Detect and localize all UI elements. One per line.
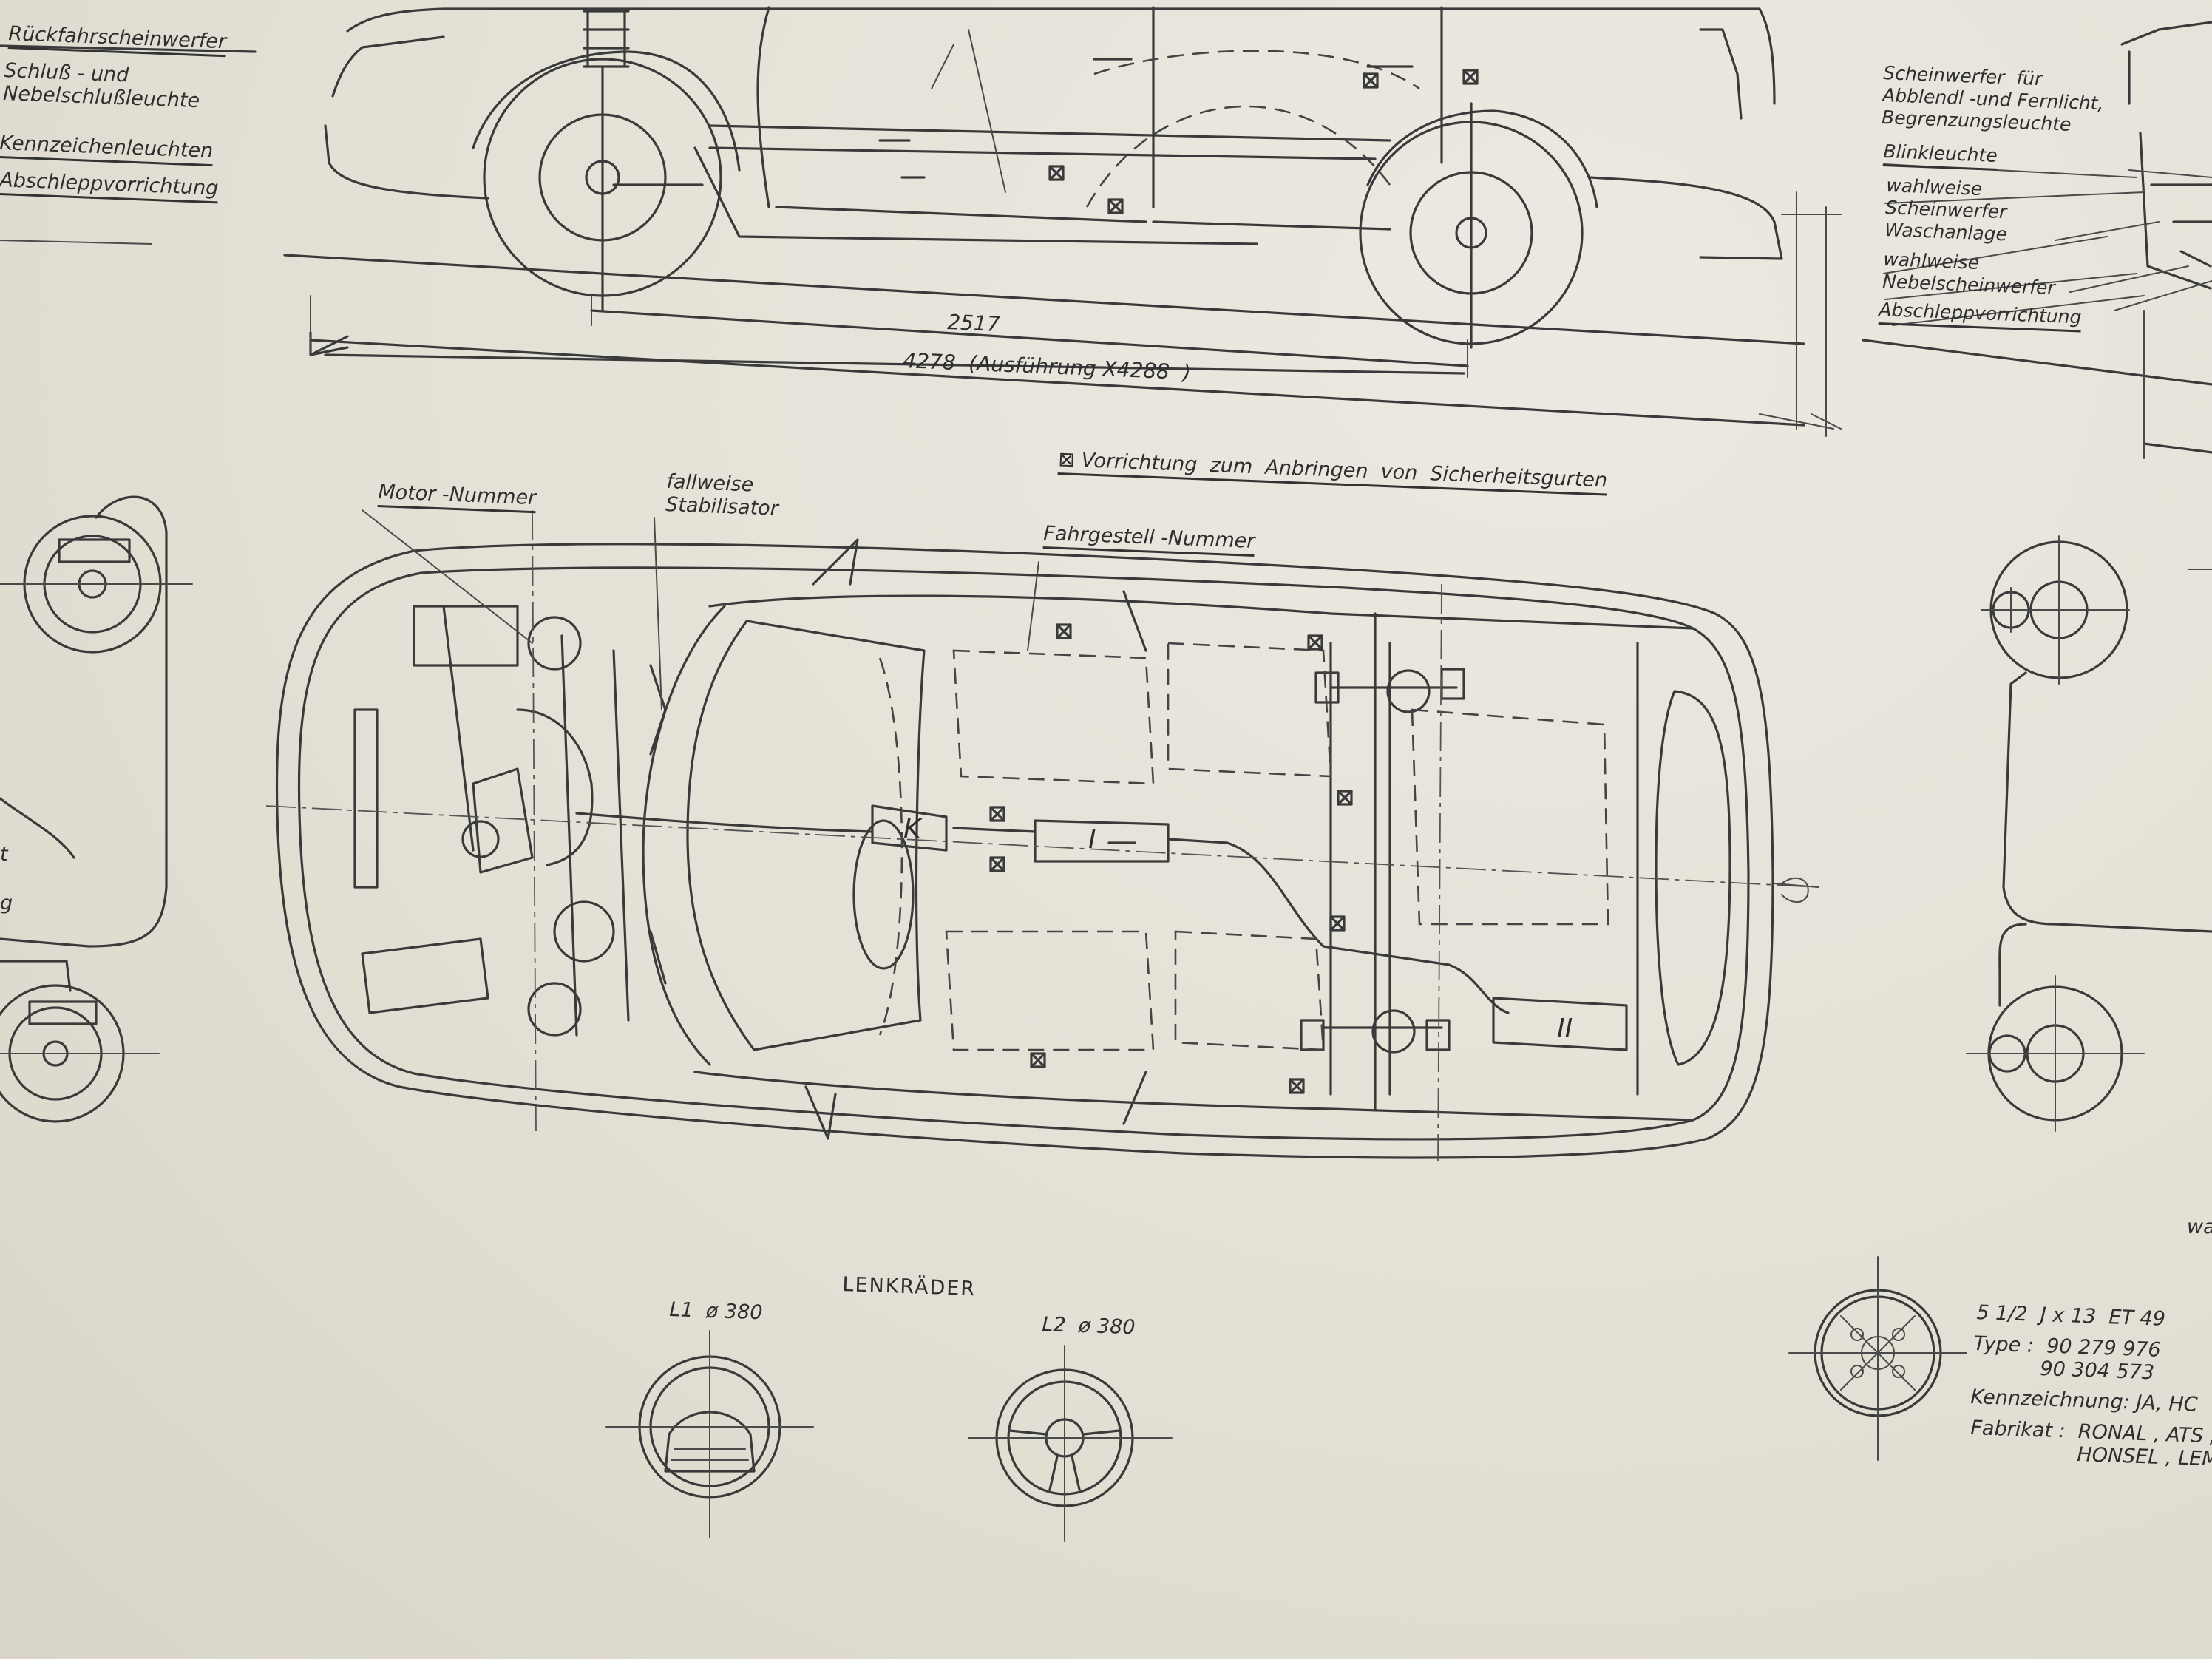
steering-wheel-l2-label: L2 ø 380 (1041, 1313, 1136, 1340)
fragment-text-1: t (0, 843, 8, 866)
wheelbase-dimension: 2517 (946, 310, 1001, 336)
seatbelt-markers (989, 69, 1479, 1094)
steering-wheel-l1-label: L1 ø 380 (668, 1298, 763, 1325)
top-view-car (265, 509, 1819, 1161)
label-headlight: Scheinwerfer für Abblendl -und Fernlicht… (1881, 62, 2105, 135)
edge-fragment-text: wa (2187, 1215, 2212, 1238)
left-leaders (0, 44, 257, 245)
label-headlamp-washer: wahlweise Scheinwerfer Waschanlage (1884, 174, 2008, 245)
mark-ii: II (1557, 1014, 1573, 1044)
steering-wheel-l2 (968, 1345, 1173, 1542)
steering-wheels-heading: LENKRÄDER (841, 1273, 977, 1301)
mark-k: K (903, 814, 921, 844)
right-leaders (1883, 163, 2145, 326)
label-indicator: Blinkleuchte (1882, 140, 1998, 171)
wheel-rim (1788, 1256, 1967, 1461)
label-rear-fog-light: Schluß - und Nebelschlußleuchte (2, 59, 200, 113)
wheel-type-2: 90 304 573 (2039, 1357, 2155, 1385)
label-fog-lamps: wahlweise Nebelscheinwerfer (1882, 248, 2056, 299)
mark-i: I (1088, 824, 1096, 855)
side-view-car (283, 6, 1805, 349)
dimension-lines (309, 191, 1842, 437)
rear-wheel-fragment (1966, 535, 2212, 1132)
steering-wheel-l1 (605, 1330, 814, 1538)
fragment-text-2: g (0, 892, 13, 915)
front-view-car (1862, 21, 2212, 459)
label-stabilizer: fallweise Stabilisator (665, 470, 779, 520)
rear-view-fragment (0, 495, 193, 1123)
